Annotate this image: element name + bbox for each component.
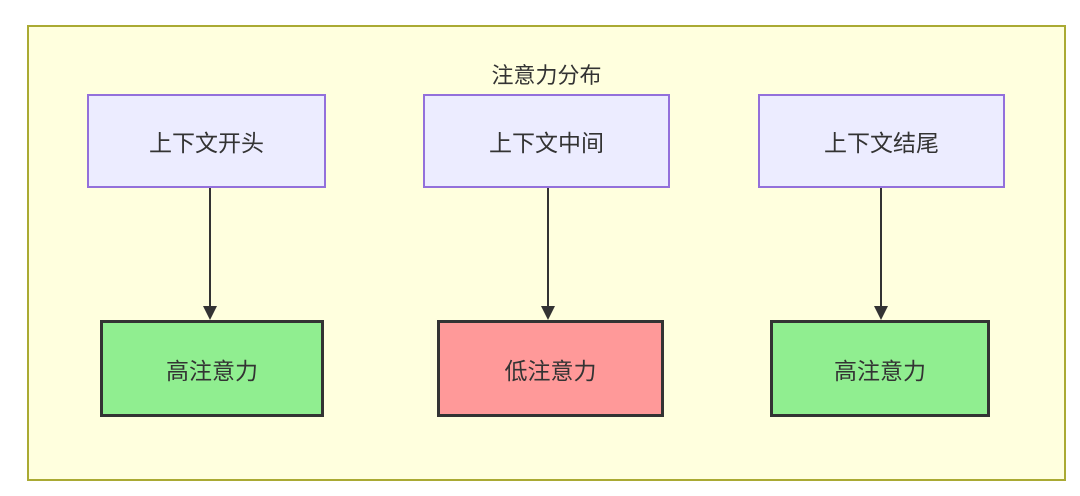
node-context-middle: 上下文中间 (423, 94, 670, 188)
node-low-attention-middle: 低注意力 (437, 320, 664, 417)
node-context-beginning: 上下文开头 (87, 94, 326, 188)
node-context-end: 上下文结尾 (758, 94, 1005, 188)
node-high-attention-right: 高注意力 (770, 320, 990, 417)
node-high-attention-left: 高注意力 (100, 320, 324, 417)
diagram-title: 注意力分布 (491, 63, 602, 88)
